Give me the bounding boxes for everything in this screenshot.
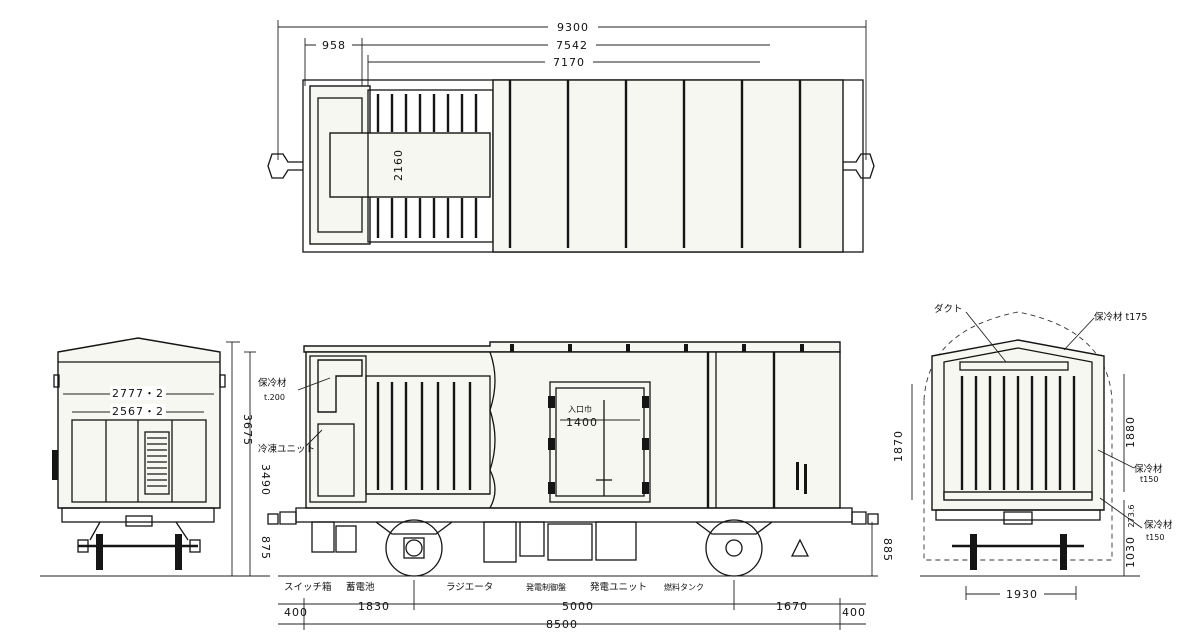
door-hinge xyxy=(642,438,649,450)
label-control-panel: 発電制御盤 xyxy=(526,582,566,592)
dim-left-end: 400 xyxy=(284,606,308,619)
dim-coupler-height: 885 xyxy=(881,538,894,562)
label-refrigeration-unit: 冷凍ユニット xyxy=(258,443,315,455)
dim-overall-length: 9300 xyxy=(557,21,589,34)
side-view: 保冷材 t.200 冷凍ユニット xyxy=(258,341,894,631)
dim-inner-height-right: 1880 xyxy=(1124,416,1137,448)
dim-length: 8500 xyxy=(546,618,578,631)
section-interior xyxy=(943,347,1093,499)
label-duct: ダクト xyxy=(934,303,963,315)
label-generator-unit: 発電ユニット xyxy=(590,581,647,593)
front-wheelset xyxy=(375,519,453,577)
label-insulation: 保冷材 xyxy=(258,377,287,389)
slats xyxy=(376,94,478,238)
wheel-left xyxy=(96,534,103,570)
dim-right-end: 400 xyxy=(842,606,866,619)
dim-rail-to-floor: 1030 xyxy=(1124,536,1137,568)
control-panel xyxy=(519,521,545,557)
label-radiator: ラジエータ xyxy=(446,582,493,593)
dim-width: 2160 xyxy=(392,149,405,181)
roof-ribs-side xyxy=(510,344,804,352)
dim-floor: 273.6 xyxy=(1127,505,1136,528)
dim-inner-width: 2567・2 xyxy=(112,405,164,418)
vent-louver xyxy=(144,431,170,495)
dim-total-height: 3675 xyxy=(241,414,254,446)
dim-end-length: 958 xyxy=(322,39,346,52)
door-hinge xyxy=(548,396,555,408)
battery xyxy=(335,525,357,553)
dim-body-height: 3490 xyxy=(259,464,272,496)
end-body xyxy=(57,337,221,509)
interior-slats xyxy=(376,382,472,490)
wheel-right xyxy=(175,534,182,570)
coupler-left-side xyxy=(279,511,297,525)
dim-door-width: 1400 xyxy=(566,416,598,429)
dim-floor-height: 875 xyxy=(259,536,272,560)
coupler-right-side xyxy=(851,511,867,525)
coupler-left xyxy=(267,153,303,179)
duct-section xyxy=(959,361,1069,371)
dim-front: 1830 xyxy=(358,600,390,613)
top-view: 9300 958 7542 7170 xyxy=(267,20,875,253)
dim-rear: 1670 xyxy=(776,600,808,613)
coupler-right xyxy=(840,153,875,179)
label-insulation-thickness: t.200 xyxy=(264,393,285,402)
door-hinge xyxy=(548,482,555,494)
label-insulation-floor: 保冷材 xyxy=(1144,519,1173,531)
switch-box xyxy=(311,521,335,553)
side-underframe xyxy=(295,507,853,523)
section-slats xyxy=(960,376,1076,490)
door-hinge xyxy=(642,482,649,494)
fuel-tank xyxy=(595,521,637,561)
dim-body-length: 7542 xyxy=(556,39,588,52)
door-hinge xyxy=(642,396,649,408)
label-insulation-side: 保冷材 xyxy=(1134,463,1163,475)
section-wheel-left xyxy=(970,534,977,570)
roof-hatch xyxy=(329,132,491,198)
label-fuel-tank: 燃料タンク xyxy=(664,582,704,592)
rear-wheelset xyxy=(695,519,773,577)
label-insulation-roof: 保冷材 t175 xyxy=(1094,311,1147,323)
generator-unit xyxy=(547,523,593,561)
end-handle xyxy=(52,450,58,480)
duct xyxy=(317,359,363,413)
dim-inner-length: 7170 xyxy=(553,56,585,69)
refrigeration-unit xyxy=(317,423,355,497)
section-wheel-right xyxy=(1060,534,1067,570)
label-switch-box: スイッチ箱 xyxy=(284,581,332,593)
louver-slats xyxy=(147,437,167,487)
end-underframe xyxy=(61,507,215,523)
door-hinge xyxy=(548,438,555,450)
coupler-face xyxy=(125,515,153,527)
loading-gauge-outline xyxy=(923,311,1113,561)
side-body xyxy=(305,351,841,509)
end-door xyxy=(71,419,207,503)
end-view-left: 2777・2 2567・2 3675 34 xyxy=(40,337,272,577)
dim-track: 1930 xyxy=(1006,588,1038,601)
dim-inner-height-left: 1870 xyxy=(892,430,905,462)
roof xyxy=(492,79,844,253)
dim-wheelbase: 5000 xyxy=(562,600,594,613)
brake-wheel xyxy=(790,538,810,557)
label-insulation-side-thickness: t150 xyxy=(1140,475,1158,484)
label-battery: 蓄電池 xyxy=(346,581,375,593)
dim-outer-width: 2777・2 xyxy=(112,387,164,400)
roof-ribs xyxy=(508,80,802,248)
radiator xyxy=(483,521,517,563)
section-underframe xyxy=(935,509,1101,521)
label-door-width: 入口巾 xyxy=(568,404,592,414)
section-view: ダクト 保冷材 t175 保冷材 t150 保冷材 t150 1870 1880… xyxy=(892,303,1173,601)
label-insulation-floor-thickness: t150 xyxy=(1146,533,1164,542)
cutaway-edge xyxy=(489,351,496,509)
